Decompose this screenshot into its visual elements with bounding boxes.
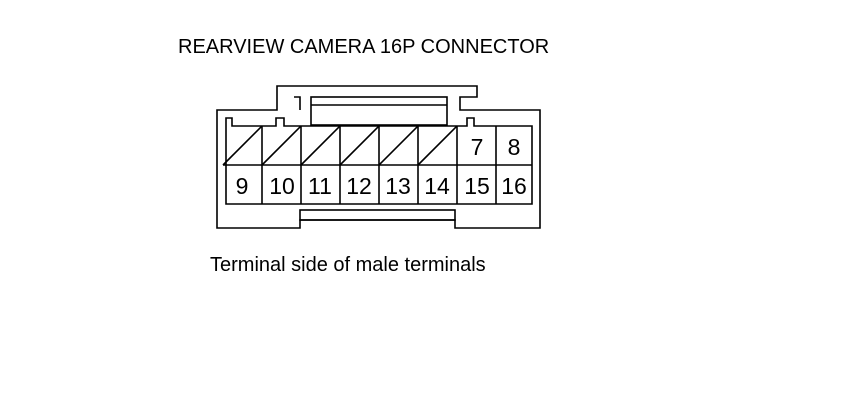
pin-label-8: 8 (508, 134, 521, 160)
diagram-title: REARVIEW CAMERA 16P CONNECTOR (178, 36, 550, 58)
unused-cavity-mark (339, 125, 380, 166)
unused-cavity-mark (378, 125, 419, 166)
pin-label-7: 7 (471, 134, 484, 160)
pin-label-15: 15 (464, 173, 490, 199)
pin-label-14: 14 (424, 173, 450, 199)
connector-housing-outline (216, 85, 541, 229)
unused-cavity-mark (222, 125, 263, 166)
pin-label-9: 9 (236, 173, 249, 199)
unused-cavity-mark (417, 125, 458, 166)
pin-label-11: 11 (308, 173, 332, 199)
unused-cavity-marks (222, 125, 458, 166)
pin-label-16: 16 (501, 173, 527, 199)
latch-inner-left (294, 96, 301, 110)
latch-window (310, 96, 448, 126)
pin-label-13: 13 (385, 173, 411, 199)
connector-inner-body (225, 117, 533, 205)
pin-label-12: 12 (346, 173, 372, 199)
bottom-key (299, 209, 456, 221)
unused-cavity-mark (261, 125, 302, 166)
diagram-caption: Terminal side of male terminals (210, 254, 486, 276)
pin-label-10: 10 (269, 173, 295, 199)
unused-cavity-mark (300, 125, 341, 166)
